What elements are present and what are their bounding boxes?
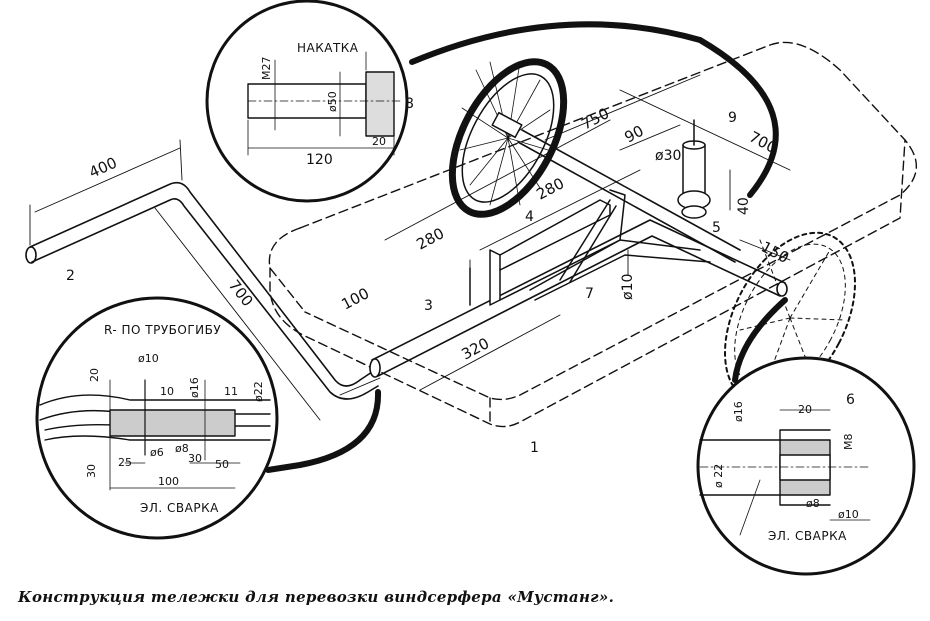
dim-700-handle: 700 xyxy=(225,276,257,310)
part-1: 1 xyxy=(530,440,539,456)
part-numbers: 1 2 3 4 5 7 9 xyxy=(66,110,737,456)
axle-thread: M27 xyxy=(260,57,273,81)
axle-part-8: 8 xyxy=(405,96,414,112)
dim-10: ø10 xyxy=(620,274,636,300)
joint-d25: 25 xyxy=(118,456,132,469)
joint-d30b: 30 xyxy=(188,452,202,465)
joint-d10: ø10 xyxy=(138,352,159,365)
axle-tube xyxy=(517,129,741,263)
dim-40: 40 xyxy=(736,197,752,215)
main-frame-tube xyxy=(369,219,788,378)
part-3: 3 xyxy=(424,298,433,314)
part-7: 7 xyxy=(585,286,594,302)
end-d22: ø 22 xyxy=(712,464,725,488)
joint-d20: 20 xyxy=(88,368,101,382)
part-4: 4 xyxy=(525,209,534,225)
joint-d50: 50 xyxy=(215,458,229,471)
end-m8: M8 xyxy=(842,434,855,451)
dim-320: 320 xyxy=(458,334,492,363)
part-9: 9 xyxy=(728,110,737,126)
diagonal-brace xyxy=(529,199,711,301)
dimension-lines xyxy=(29,74,791,421)
detail-connectors xyxy=(265,21,788,473)
dim-30: ø30 xyxy=(655,148,681,164)
joint-d16: ø16 xyxy=(188,377,201,398)
detail-end-circle xyxy=(696,356,916,576)
joint-d8: ø8 xyxy=(175,442,189,455)
end-d20: 20 xyxy=(798,403,812,416)
detail-axle-circle xyxy=(205,0,409,203)
part-5: 5 xyxy=(712,220,721,236)
joint-part10: 10 xyxy=(160,385,174,398)
detail-joint-labels: R- ПО ТРУБОГИБУ 20 ø10 10 ø16 11 ø22 30 … xyxy=(85,323,265,515)
joint-d22: ø22 xyxy=(252,381,265,402)
joint-weld: ЭЛ. СВАРКА xyxy=(140,501,219,515)
board-outline xyxy=(268,41,918,428)
axle-knurl-label: НАКАТКА xyxy=(297,41,359,55)
bracket-plate xyxy=(469,189,626,306)
joint-d30: 30 xyxy=(85,464,98,478)
figure-caption: Конструкция тележки для перевозки виндсе… xyxy=(18,588,615,606)
dim-90: 90 xyxy=(621,122,646,147)
dim-400: 400 xyxy=(86,154,119,182)
dim-280-a: 280 xyxy=(413,224,447,253)
axle-length: 120 xyxy=(306,152,333,168)
end-d8: ø8 xyxy=(806,497,820,510)
joint-d6: ø6 xyxy=(150,446,164,459)
part-2: 2 xyxy=(66,268,75,284)
end-weld: ЭЛ. СВАРКА xyxy=(768,529,847,543)
detail-axle-labels: НАКАТКА M27 ø50 120 20 8 xyxy=(260,41,414,168)
dim-100: 100 xyxy=(338,284,372,313)
joint-title: R- ПО ТРУБОГИБУ xyxy=(104,323,221,337)
end-d10: ø10 xyxy=(838,508,859,521)
joint-part11: 11 xyxy=(224,385,238,398)
axle-knurl-len: 20 xyxy=(372,135,386,148)
detail-joint-circle xyxy=(35,296,279,540)
axle-diam: ø50 xyxy=(326,91,339,112)
detail-end-labels: ø16 20 6 M8 ø 22 ø8 ø10 ЭЛ. СВАРКА xyxy=(712,392,859,543)
joint-d100: 100 xyxy=(158,475,179,488)
post-clamp xyxy=(677,119,711,219)
handle-tube xyxy=(25,181,379,400)
end-d16: ø16 xyxy=(732,401,745,422)
end-part6: 6 xyxy=(846,392,855,408)
